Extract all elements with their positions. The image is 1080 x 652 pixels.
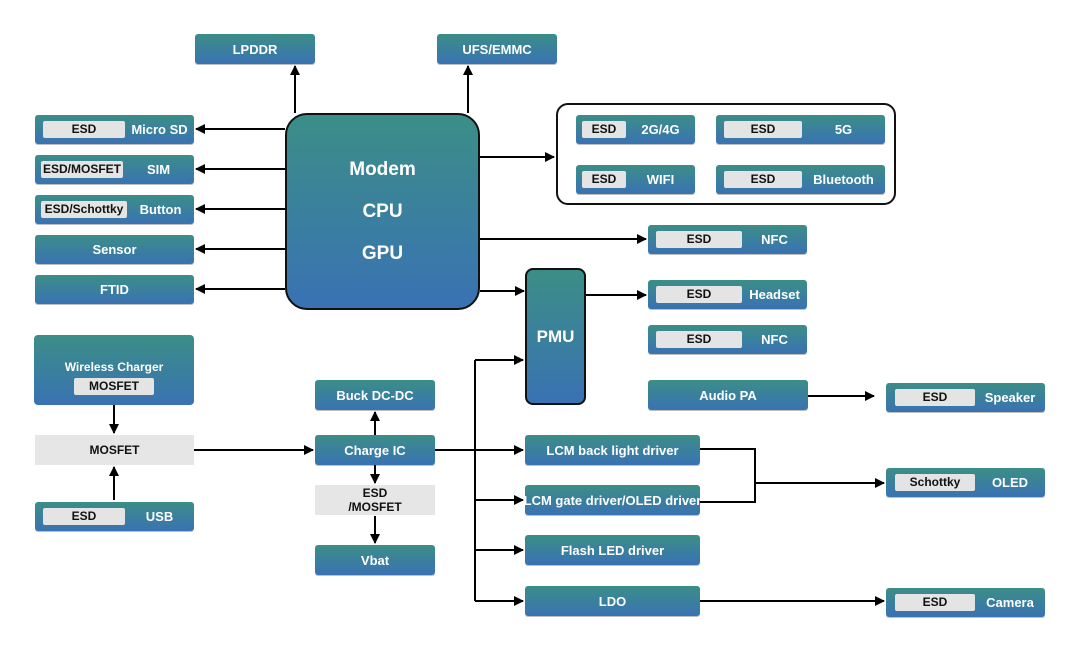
mosfet-block: MOSFET (35, 435, 194, 465)
esd-mosfet-block: ESD /MOSFET (315, 485, 435, 515)
mosfet-label: MOSFET (89, 443, 140, 457)
audio-pa-label: Audio PA (699, 387, 757, 403)
micro-sd-esd-chip: ESD (43, 121, 125, 138)
flash-led-driver-label: Flash LED driver (560, 542, 665, 558)
radio-wifi-block: ESD WIFI (576, 165, 695, 194)
micro-sd-block: ESD Micro SD (35, 115, 194, 144)
charge-ic-block: Charge IC (315, 435, 435, 465)
radio-bluetooth-block: ESD Bluetooth (716, 165, 885, 194)
charge-ic-label: Charge IC (344, 442, 406, 458)
button-esd-schottky-chip: ESD/Schottky (41, 201, 127, 218)
usb-esd-chip: ESD (43, 508, 125, 525)
ufs-emmc-block: UFS/EMMC (437, 34, 557, 64)
nfc-pmu-block: ESD NFC (648, 325, 807, 354)
ufs-emmc-label: UFS/EMMC (462, 41, 532, 57)
oled-block: Schottky OLED (886, 468, 1045, 497)
camera-esd-chip: ESD (895, 594, 975, 611)
usb-label: USB (145, 509, 174, 524)
vbat-label: Vbat (360, 552, 390, 568)
radio-bluetooth-label: Bluetooth (813, 172, 874, 187)
nfc-top-esd-chip: ESD (656, 231, 742, 248)
speaker-block: ESD Speaker (886, 383, 1045, 412)
nfc-top-block: ESD NFC (648, 225, 807, 254)
soc-gpu-label: GPU (361, 242, 404, 264)
speaker-label: Speaker (984, 390, 1036, 405)
usb-block: ESD USB (35, 502, 194, 531)
ldo-block: LDO (525, 586, 700, 616)
wire-lcmbl-merge (700, 448, 756, 483)
radio-wifi-label: WIFI (646, 172, 675, 187)
lcm-backlight-driver-label: LCM back light driver (546, 442, 679, 458)
radio-2g4g-block: ESD 2G/4G (576, 115, 695, 144)
ldo-label: LDO (598, 593, 627, 609)
sensor-label: Sensor (92, 242, 137, 257)
radio-5g-block: ESD 5G (716, 115, 885, 144)
radio-2g4g-label: 2G/4G (641, 122, 680, 137)
wireless-charger-block: Wireless Charger MOSFET (34, 335, 194, 405)
oled-label: OLED (991, 475, 1029, 490)
button-block: ESD/Schottky Button (35, 195, 194, 224)
sim-label: SIM (146, 162, 171, 177)
pmu-block: PMU (525, 268, 586, 405)
headset-block: ESD Headset (648, 280, 807, 309)
nfc-pmu-esd-chip: ESD (656, 331, 742, 348)
wire-lcmgate-merge (700, 483, 756, 503)
sim-esd-mosfet-chip: ESD/MOSFET (41, 161, 123, 178)
headset-label: Headset (749, 287, 800, 302)
soc-block: Modem CPU GPU (285, 113, 480, 310)
pmu-label: PMU (536, 326, 575, 346)
buck-dcdc-block: Buck DC-DC (315, 380, 435, 410)
nfc-top-label: NFC (761, 232, 788, 247)
lpddr-label: LPDDR (232, 41, 278, 57)
ftid-label: FTID (100, 282, 129, 297)
camera-block: ESD Camera (886, 588, 1045, 617)
radio-5g-esd-chip: ESD (724, 121, 802, 138)
wireless-charger-label: Wireless Charger (64, 359, 164, 374)
radio-wifi-esd-chip: ESD (582, 171, 626, 188)
speaker-esd-chip: ESD (895, 389, 975, 406)
lcm-gate-driver-label: LCM gate driver/OLED driver (523, 492, 702, 508)
esd-mosfet-line2: /MOSFET (348, 500, 402, 514)
vbat-block: Vbat (315, 545, 435, 575)
radio-bluetooth-esd-chip: ESD (724, 171, 802, 188)
sim-block: ESD/MOSFET SIM (35, 155, 194, 184)
ftid-block: FTID (35, 275, 194, 304)
button-label: Button (139, 202, 182, 217)
lcm-gate-driver-block: LCM gate driver/OLED driver (523, 485, 702, 515)
lpddr-block: LPDDR (195, 34, 315, 64)
micro-sd-label: Micro SD (131, 122, 188, 137)
flash-led-driver-block: Flash LED driver (525, 535, 700, 565)
camera-label: Camera (986, 595, 1034, 610)
nfc-pmu-label: NFC (761, 332, 788, 347)
esd-mosfet-line1: ESD (362, 486, 388, 500)
lcm-backlight-driver-block: LCM back light driver (525, 435, 700, 465)
radio-5g-label: 5G (834, 122, 853, 137)
sensor-block: Sensor (35, 235, 194, 264)
audio-pa-block: Audio PA (648, 380, 808, 410)
radio-2g4g-esd-chip: ESD (582, 121, 626, 138)
headset-esd-chip: ESD (656, 286, 742, 303)
buck-dcdc-label: Buck DC-DC (336, 387, 414, 403)
soc-cpu-label: CPU (362, 200, 403, 222)
soc-modem-label: Modem (349, 158, 416, 180)
oled-schottky-chip: Schottky (895, 474, 975, 491)
wireless-charger-mosfet-chip: MOSFET (74, 377, 154, 395)
